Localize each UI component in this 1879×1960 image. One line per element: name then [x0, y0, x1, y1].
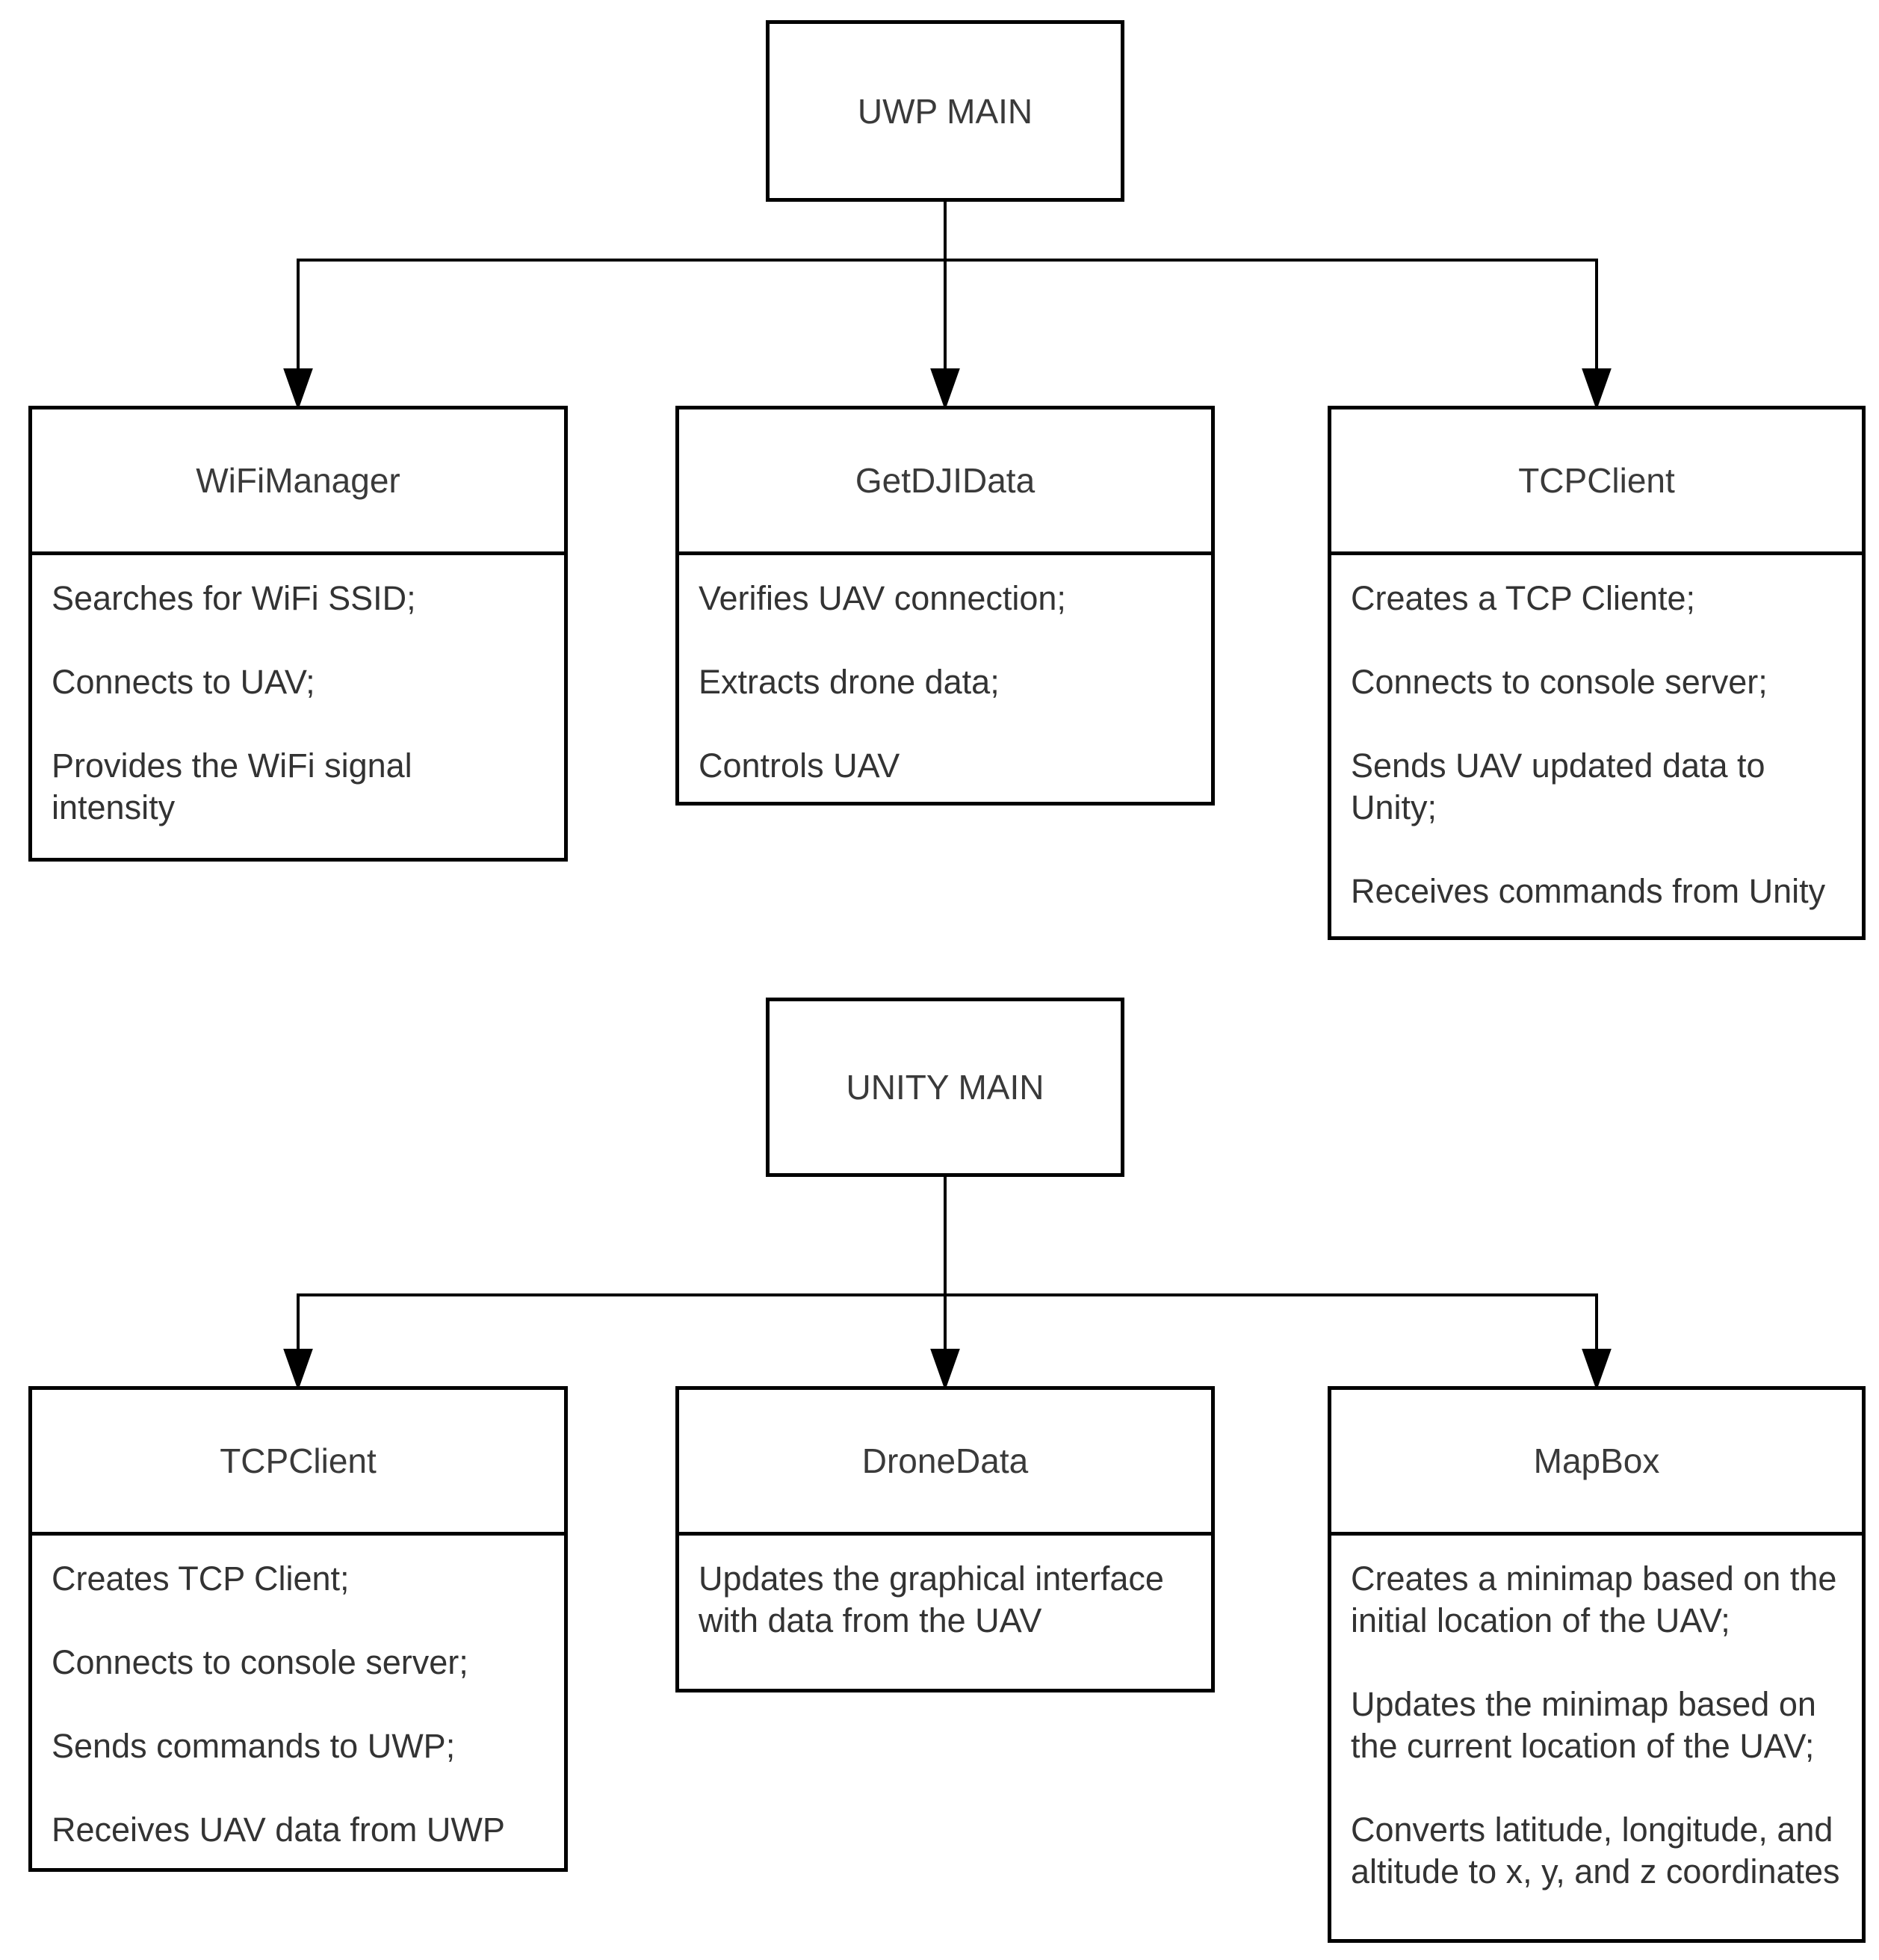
- arrowhead-mapbox: [1582, 1349, 1612, 1391]
- wifi-manager-body: Searches for WiFi SSID; Connects to UAV;…: [32, 555, 564, 829]
- map-box-header: MapBox: [1331, 1390, 1862, 1536]
- tcp-client-unity-body: Creates TCP Client; Connects to console …: [32, 1536, 564, 1851]
- map-box-item: Updates the minimap based on the current…: [1351, 1685, 1816, 1765]
- unity-main-title: UNITY MAIN: [846, 1068, 1044, 1107]
- tcp-client-unity-header: TCPClient: [32, 1390, 564, 1536]
- map-box-box: MapBox Creates a minimap based on the in…: [1328, 1386, 1866, 1943]
- tcp-client-unity-item: Creates TCP Client;: [52, 1559, 350, 1598]
- tcp-client-uwp-item: Connects to console server;: [1351, 663, 1768, 701]
- get-dji-data-body: Verifies UAV connection; Extracts drone …: [679, 555, 1211, 787]
- wifi-manager-item: Searches for WiFi SSID;: [52, 579, 416, 617]
- drone-data-title: DroneData: [861, 1441, 1029, 1480]
- uwp-main-title: UWP MAIN: [857, 91, 1033, 131]
- arrowhead-getdjidata: [930, 368, 960, 410]
- tcp-client-unity-item: Sends commands to UWP;: [52, 1727, 456, 1765]
- tcp-client-unity-box: TCPClient Creates TCP Client; Connects t…: [28, 1386, 568, 1872]
- arrowhead-dronedata: [930, 1349, 960, 1391]
- wifi-manager-item: Connects to UAV;: [52, 663, 315, 701]
- drone-data-header: DroneData: [679, 1390, 1211, 1536]
- wifi-manager-item: Provides the WiFi signal intensity: [52, 746, 412, 826]
- map-box-item: Converts latitude, longitude, and altitu…: [1351, 1811, 1840, 1891]
- drone-data-item: Updates the graphical interface with dat…: [699, 1559, 1164, 1639]
- get-dji-data-item: Controls UAV: [699, 746, 900, 785]
- map-box-title: MapBox: [1533, 1441, 1660, 1480]
- drone-data-body: Updates the graphical interface with dat…: [679, 1536, 1211, 1642]
- tcp-client-uwp-item: Receives commands from Unity: [1351, 872, 1826, 910]
- unity-main-box: UNITY MAIN: [766, 998, 1124, 1177]
- get-dji-data-item: Extracts drone data;: [699, 663, 1000, 701]
- get-dji-data-item: Verifies UAV connection;: [699, 579, 1066, 617]
- wifi-manager-title: WiFiManager: [196, 461, 400, 500]
- tcp-client-unity-item: Receives UAV data from UWP: [52, 1811, 505, 1849]
- tcp-client-uwp-title: TCPClient: [1518, 461, 1675, 500]
- get-dji-data-box: GetDJIData Verifies UAV connection; Extr…: [675, 406, 1215, 806]
- wifi-manager-box: WiFiManager Searches for WiFi SSID; Conn…: [28, 406, 568, 862]
- get-dji-data-title: GetDJIData: [855, 461, 1036, 500]
- tcp-client-uwp-item: Sends UAV updated data to Unity;: [1351, 746, 1765, 826]
- uwp-main-box: UWP MAIN: [766, 20, 1124, 202]
- map-box-body: Creates a minimap based on the initial l…: [1331, 1536, 1862, 1893]
- tcp-client-uwp-body: Creates a TCP Cliente; Connects to conso…: [1331, 555, 1862, 912]
- arrowhead-tcpclient-uwp: [1582, 368, 1612, 410]
- tcp-client-uwp-item: Creates a TCP Cliente;: [1351, 579, 1696, 617]
- tcp-client-unity-title: TCPClient: [220, 1441, 377, 1480]
- get-dji-data-header: GetDJIData: [679, 409, 1211, 555]
- arrowhead-tcpclient-unity: [283, 1349, 313, 1391]
- tcp-client-unity-item: Connects to console server;: [52, 1643, 468, 1681]
- drone-data-box: DroneData Updates the graphical interfac…: [675, 1386, 1215, 1692]
- tcp-client-uwp-box: TCPClient Creates a TCP Cliente; Connect…: [1328, 406, 1866, 940]
- arrowhead-wifimanager: [283, 368, 313, 410]
- wifi-manager-header: WiFiManager: [32, 409, 564, 555]
- map-box-item: Creates a minimap based on the initial l…: [1351, 1559, 1837, 1639]
- tcp-client-uwp-header: TCPClient: [1331, 409, 1862, 555]
